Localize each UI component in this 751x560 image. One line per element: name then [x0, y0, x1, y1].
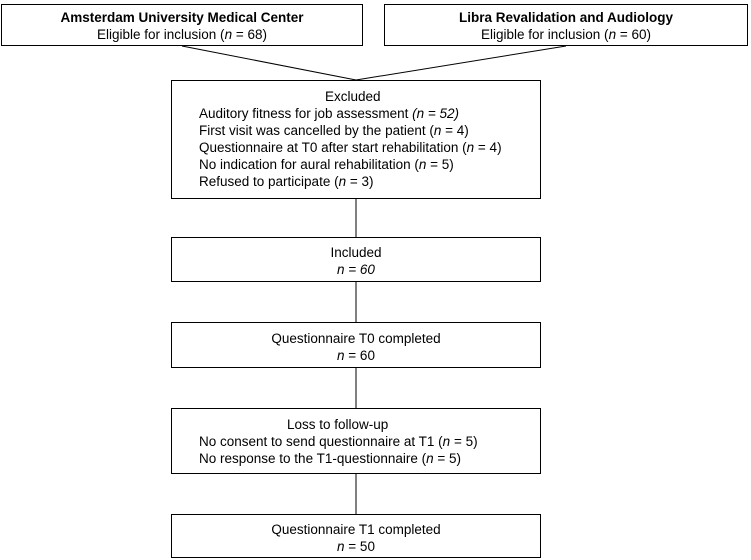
included-title: Included	[330, 245, 382, 260]
site-eligible: Eligible for inclusion (n = 60)	[481, 27, 651, 42]
site-box-amsterdam: Amsterdam University Medical Center Elig…	[1, 4, 363, 46]
site-eligible: Eligible for inclusion (n = 68)	[97, 27, 267, 42]
loss-box: Loss to follow-up No consent to send que…	[171, 408, 541, 474]
included-box: Included n = 60	[171, 237, 541, 282]
t1-count: n = 50	[337, 539, 375, 554]
site-box-libra: Libra Revalidation and Audiology Eligibl…	[384, 4, 748, 46]
site-name: Libra Revalidation and Audiology	[458, 10, 674, 25]
connector-libra-to-excluded	[355, 45, 567, 81]
connector-amsterdam-to-excluded	[181, 45, 357, 81]
t0-title: Questionnaire T0 completed	[271, 331, 441, 346]
excluded-title: Excluded	[325, 89, 381, 104]
t0-box: Questionnaire T0 completed n = 60	[171, 322, 541, 368]
excluded-reason: Refused to participate (n = 3)	[199, 174, 374, 189]
t0-count: n = 60	[337, 348, 375, 363]
site-name: Amsterdam University Medical Center	[60, 10, 304, 25]
excluded-box: Excluded Auditory fitness for job assess…	[171, 80, 541, 199]
excluded-reason: First visit was cancelled by the patient…	[199, 123, 469, 138]
excluded-reason: Auditory fitness for job assessment (n =…	[199, 106, 459, 121]
loss-reason: No response to the T1-questionnaire (n =…	[199, 451, 462, 466]
t1-box: Questionnaire T1 completed n = 50	[171, 514, 541, 558]
included-count: n = 60	[337, 262, 375, 277]
t1-title: Questionnaire T1 completed	[271, 522, 441, 537]
excluded-reason: Questionnaire at T0 after start rehabili…	[199, 140, 502, 155]
loss-title: Loss to follow-up	[287, 417, 389, 432]
loss-reason: No consent to send questionnaire at T1 (…	[199, 434, 478, 449]
excluded-reason: No indication for aural rehabilitation (…	[199, 157, 454, 172]
